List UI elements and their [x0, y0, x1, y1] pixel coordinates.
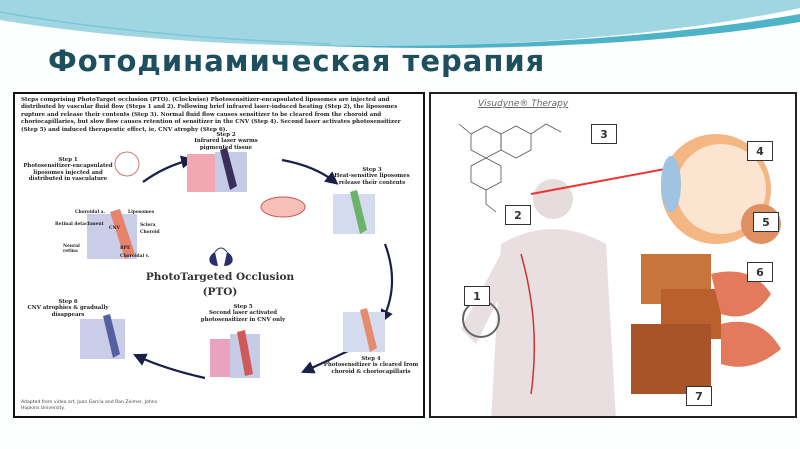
callout-6: 6	[747, 262, 773, 282]
pto-center-title: PhotoTargeted Occlusion(PTO)	[145, 271, 295, 298]
tissue-block-step5	[210, 330, 260, 378]
tissue-block-step3	[333, 190, 375, 234]
tissue-block-step6	[80, 314, 125, 359]
pto-logo-icon	[209, 247, 233, 266]
callout-2: 2	[505, 205, 531, 225]
callout-4: 4	[747, 141, 773, 161]
verteporfin-molecule	[458, 123, 562, 213]
label-retinal-detachment: Retinal detachment	[55, 222, 104, 227]
label-sclera: Sclera	[140, 223, 156, 228]
label-choroidal-v: Choroidal v.	[120, 254, 150, 259]
laser-beam	[530, 165, 682, 195]
label-choroid: Choroid	[140, 230, 160, 235]
tissue-layer-blocks	[631, 254, 781, 394]
tissue-block-step4	[343, 308, 385, 352]
label-liposomes: Liposomes	[128, 210, 155, 215]
header-wave-decoration	[0, 0, 800, 49]
slide-title: Фотодинамическая терапия	[48, 44, 546, 78]
label-cnv: CNV	[109, 226, 120, 231]
callout-5: 5	[753, 212, 779, 232]
callout-1: 1	[464, 286, 490, 306]
visudyne-title: Visudyne® Therapy	[478, 99, 569, 109]
liposome-closeup	[260, 196, 306, 218]
visudyne-therapy-image: Visudyne® Therapy 3 4 5 2 6 1 7	[429, 92, 797, 418]
tissue-block-step2	[187, 148, 247, 192]
label-rpe: RPE	[120, 246, 131, 251]
image-credit: Adapted from video art, Juan Garcia and …	[21, 400, 158, 411]
pto-cycle-illustration	[80, 148, 394, 380]
label-choroidal-a: Choroidal a.	[75, 210, 106, 215]
cycle-arrows	[133, 155, 394, 380]
tissue-block-step1	[87, 151, 140, 259]
callout-3: 3	[591, 124, 617, 144]
label-neural-retina: Neural retina	[63, 244, 80, 254]
figure-caption: Steps comprising PhotoTarget occlusion (…	[21, 97, 401, 133]
visudyne-illustration	[458, 123, 781, 416]
pto-diagram-image: Steps comprising PhotoTarget occlusion (…	[13, 92, 425, 418]
callout-7: 7	[686, 386, 712, 406]
